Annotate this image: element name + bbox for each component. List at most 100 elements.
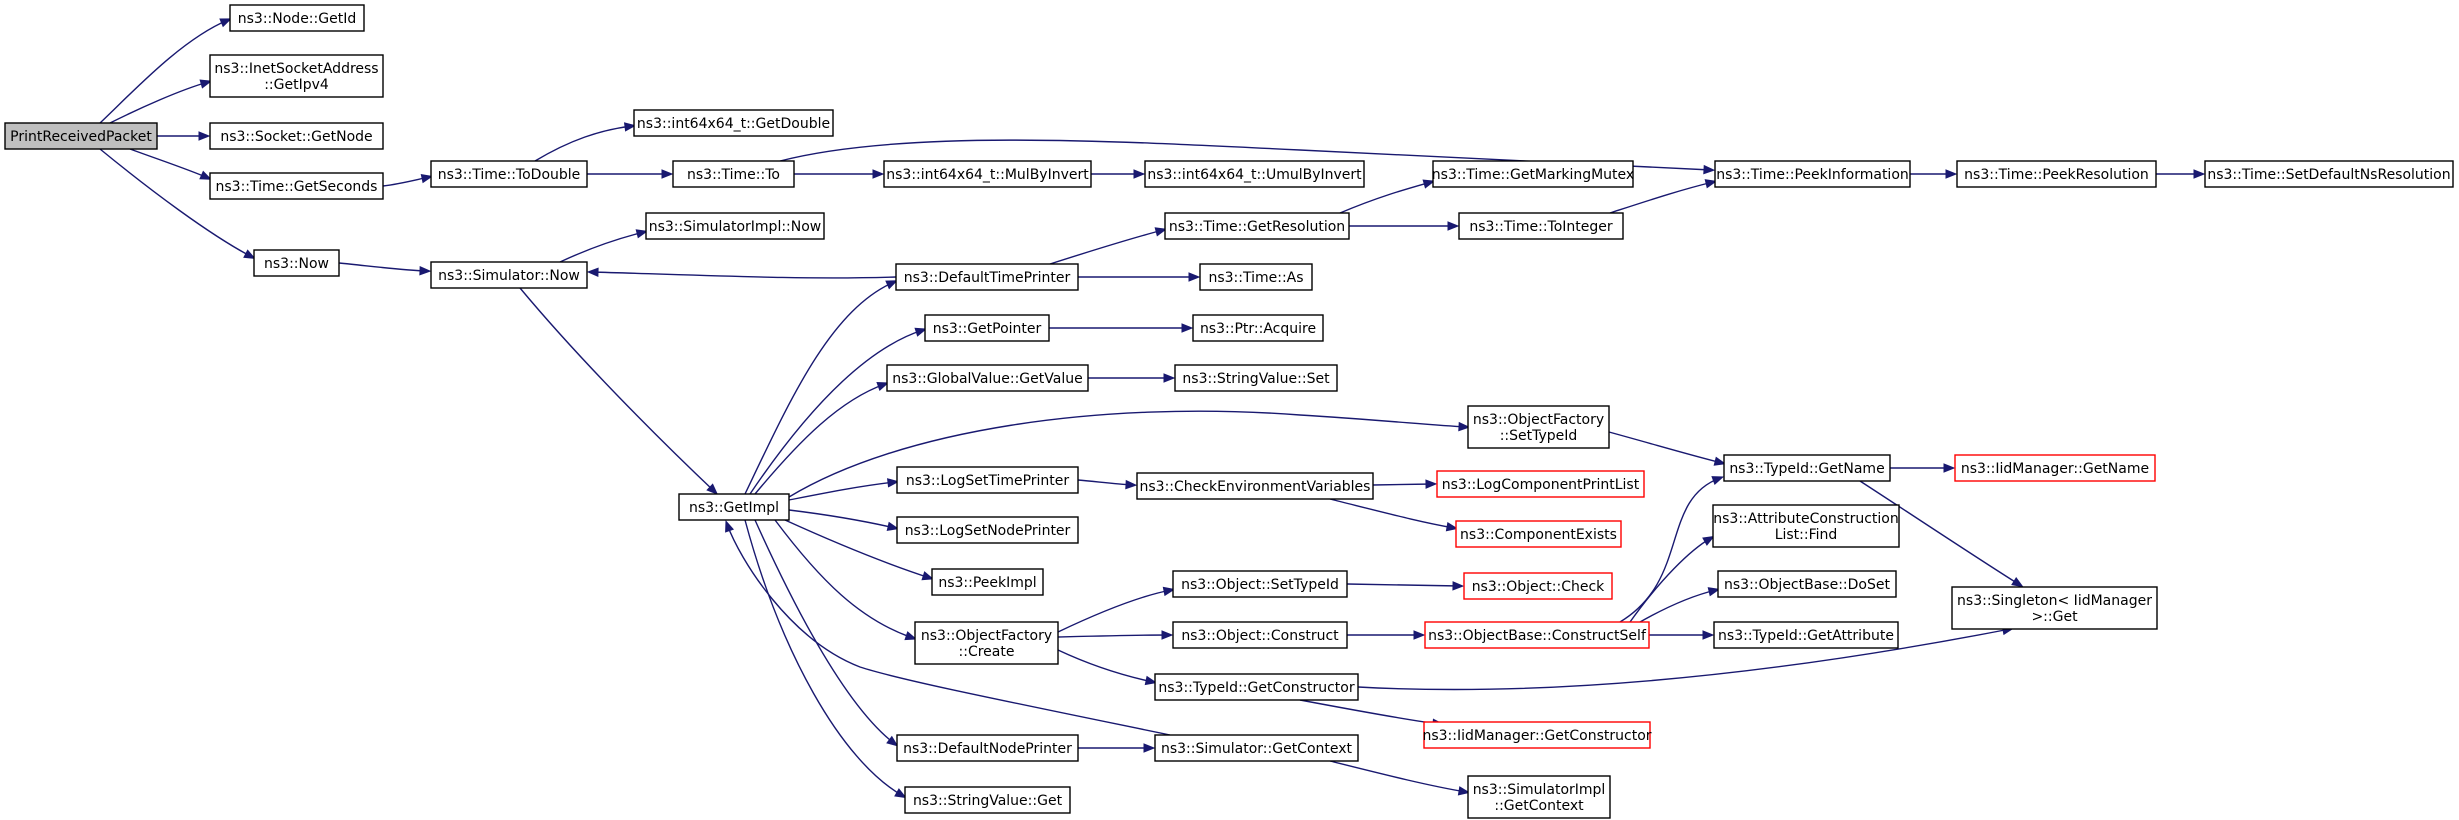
node-box xyxy=(1951,586,2158,630)
call-edge xyxy=(129,148,212,180)
node-ofCreate[interactable]: ns3::ObjectFactory::Create xyxy=(914,621,1059,665)
call-edge xyxy=(744,519,907,799)
node-defNodePrinter[interactable]: ns3::DefaultNodePrinter xyxy=(896,734,1079,762)
node-label: ns3::ObjectFactory xyxy=(921,628,1052,644)
node-sockGetNode[interactable]: ns3::Socket::GetNode xyxy=(209,122,384,150)
node-now[interactable]: ns3::Now xyxy=(253,249,340,277)
call-edge xyxy=(1619,476,1725,623)
node-ofSetTypeId[interactable]: ns3::ObjectFactory::SetTypeId xyxy=(1467,405,1610,449)
call-edge xyxy=(1910,169,1958,179)
node-timeAs[interactable]: ns3::Time::As xyxy=(1199,263,1313,291)
call-edge xyxy=(338,262,432,276)
node-objCheck[interactable]: ns3::Object::Check xyxy=(1463,572,1613,600)
node-peekInfo[interactable]: ns3::Time::PeekInformation xyxy=(1714,160,1911,188)
node-label: ns3::Time::GetSeconds xyxy=(216,179,378,195)
node-label: PrintReceivedPacket xyxy=(10,129,152,145)
node-root[interactable]: PrintReceivedPacket xyxy=(4,122,158,150)
node-compExists[interactable]: ns3::ComponentExists xyxy=(1455,520,1622,548)
node-box xyxy=(1455,520,1622,548)
node-label: ns3::Time::PeekResolution xyxy=(1964,167,2149,183)
node-simNow[interactable]: ns3::Simulator::Now xyxy=(430,261,588,289)
node-peekRes[interactable]: ns3::Time::PeekResolution xyxy=(1956,160,2157,188)
node-label: ns3::Time::SetDefaultNsResolution xyxy=(2207,167,2450,183)
node-defTimePrinter[interactable]: ns3::DefaultTimePrinter xyxy=(895,263,1079,291)
node-getImpl[interactable]: ns3::GetImpl xyxy=(678,493,790,521)
node-svGet[interactable]: ns3::StringValue::Get xyxy=(904,786,1071,814)
node-label: ns3::Object::Construct xyxy=(1181,628,1339,644)
call-edge xyxy=(744,280,898,495)
node-toInteger[interactable]: ns3::Time::ToInteger xyxy=(1458,212,1624,240)
node-label: ns3::AttributeConstruction xyxy=(1713,511,1898,527)
node-timeTo[interactable]: ns3::Time::To xyxy=(672,160,795,188)
node-label: ns3::Object::SetTypeId xyxy=(1181,577,1339,593)
node-label: ns3::IidManager::GetConstructor xyxy=(1422,728,1651,744)
node-tidGetCtor[interactable]: ns3::TypeId::GetConstructor xyxy=(1154,673,1359,701)
node-box xyxy=(896,516,1079,544)
call-edge xyxy=(1078,272,1201,282)
node-objConstruct[interactable]: ns3::Object::Construct xyxy=(1172,621,1348,649)
call-edge xyxy=(157,131,211,141)
node-getSeconds[interactable]: ns3::Time::GetSeconds xyxy=(209,172,384,200)
node-box xyxy=(1192,314,1324,342)
node-getMarkingMutex[interactable]: ns3::Time::GetMarkingMutex xyxy=(1432,160,1634,188)
node-label: ns3::Time::To xyxy=(687,167,780,183)
node-label: ns3::LogComponentPrintList xyxy=(1442,477,1640,493)
node-getResolution[interactable]: ns3::Time::GetResolution xyxy=(1164,212,1350,240)
node-box xyxy=(1723,454,1891,482)
node-tidGetName[interactable]: ns3::TypeId::GetName xyxy=(1723,454,1891,482)
node-box xyxy=(1432,160,1634,188)
node-box xyxy=(1713,621,1899,649)
node-box xyxy=(1463,572,1613,600)
node-logSetNodePrinter[interactable]: ns3::LogSetNodePrinter xyxy=(896,516,1079,544)
call-edge xyxy=(1057,649,1158,686)
node-label: ::SetTypeId xyxy=(1500,428,1578,444)
node-label: ns3::Time::As xyxy=(1208,270,1303,286)
node-peekImpl[interactable]: ns3::PeekImpl xyxy=(931,568,1044,596)
node-mulByInvert[interactable]: ns3::int64x64_t::MulByInvert xyxy=(883,160,1092,188)
node-iidGetCtor[interactable]: ns3::IidManager::GetConstructor xyxy=(1422,721,1652,749)
node-iidGetName[interactable]: ns3::IidManager::GetName xyxy=(1954,454,2156,482)
node-label: ns3::int64x64_t::GetDouble xyxy=(637,116,830,132)
node-gvGetValue[interactable]: ns3::GlobalValue::GetValue xyxy=(886,364,1089,392)
node-label: ns3::PeekImpl xyxy=(938,575,1036,591)
call-edge xyxy=(1372,479,1438,489)
node-logSetTimePrinter[interactable]: ns3::LogSetTimePrinter xyxy=(896,466,1079,494)
node-box xyxy=(1172,570,1348,598)
node-box xyxy=(253,249,340,277)
node-setDefRes[interactable]: ns3::Time::SetDefaultNsResolution xyxy=(2204,160,2454,188)
node-umulByInvert[interactable]: ns3::int64x64_t::UmulByInvert xyxy=(1144,160,1365,188)
node-simGetContext[interactable]: ns3::Simulator::GetContext xyxy=(1154,734,1359,762)
node-logCompPrintList[interactable]: ns3::LogComponentPrintList xyxy=(1436,470,1645,498)
node-box xyxy=(672,160,795,188)
node-box xyxy=(1154,673,1359,701)
node-obDoSet[interactable]: ns3::ObjectBase::DoSet xyxy=(1717,570,1897,598)
node-box xyxy=(1714,160,1911,188)
node-simImplNow[interactable]: ns3::SimulatorImpl::Now xyxy=(645,212,825,240)
node-label: ns3::DefaultTimePrinter xyxy=(904,270,1071,286)
node-svSet[interactable]: ns3::StringValue::Set xyxy=(1174,364,1338,392)
node-singletonGet[interactable]: ns3::Singleton< IidManager>::Get xyxy=(1951,586,2158,630)
node-tidGetAttr[interactable]: ns3::TypeId::GetAttribute xyxy=(1713,621,1899,649)
node-simImplGetContext[interactable]: ns3::SimulatorImpl::GetContext xyxy=(1467,775,1611,819)
call-edge xyxy=(1091,169,1146,179)
node-getId[interactable]: ns3::Node::GetId xyxy=(229,4,365,32)
call-nodes: PrintReceivedPacket ns3::Node::GetIdns3::… xyxy=(4,4,2454,819)
call-edge xyxy=(784,519,935,581)
node-label: ns3::int64x64_t::UmulByInvert xyxy=(1147,167,1362,183)
node-int64GetDouble[interactable]: ns3::int64x64_t::GetDouble xyxy=(633,109,834,137)
node-box xyxy=(1956,160,2157,188)
node-objSetTypeId[interactable]: ns3::Object::SetTypeId xyxy=(1172,570,1348,598)
node-box xyxy=(1174,364,1338,392)
node-constructSelf[interactable]: ns3::ObjectBase::ConstructSelf xyxy=(1424,621,1650,649)
call-edge xyxy=(1088,373,1176,383)
node-toDouble[interactable]: ns3::Time::ToDouble xyxy=(430,160,588,188)
node-label: ns3::GetPointer xyxy=(933,321,1042,337)
node-box xyxy=(896,466,1079,494)
node-checkEnv[interactable]: ns3::CheckEnvironmentVariables xyxy=(1136,472,1374,500)
node-getIpv4[interactable]: ns3::InetSocketAddress::GetIpv4 xyxy=(209,54,384,98)
node-box xyxy=(1436,470,1645,498)
node-getPointer[interactable]: ns3::GetPointer xyxy=(924,314,1050,342)
node-label: ns3::ObjectFactory xyxy=(1473,412,1604,428)
node-ptrAcquire[interactable]: ns3::Ptr::Acquire xyxy=(1192,314,1324,342)
